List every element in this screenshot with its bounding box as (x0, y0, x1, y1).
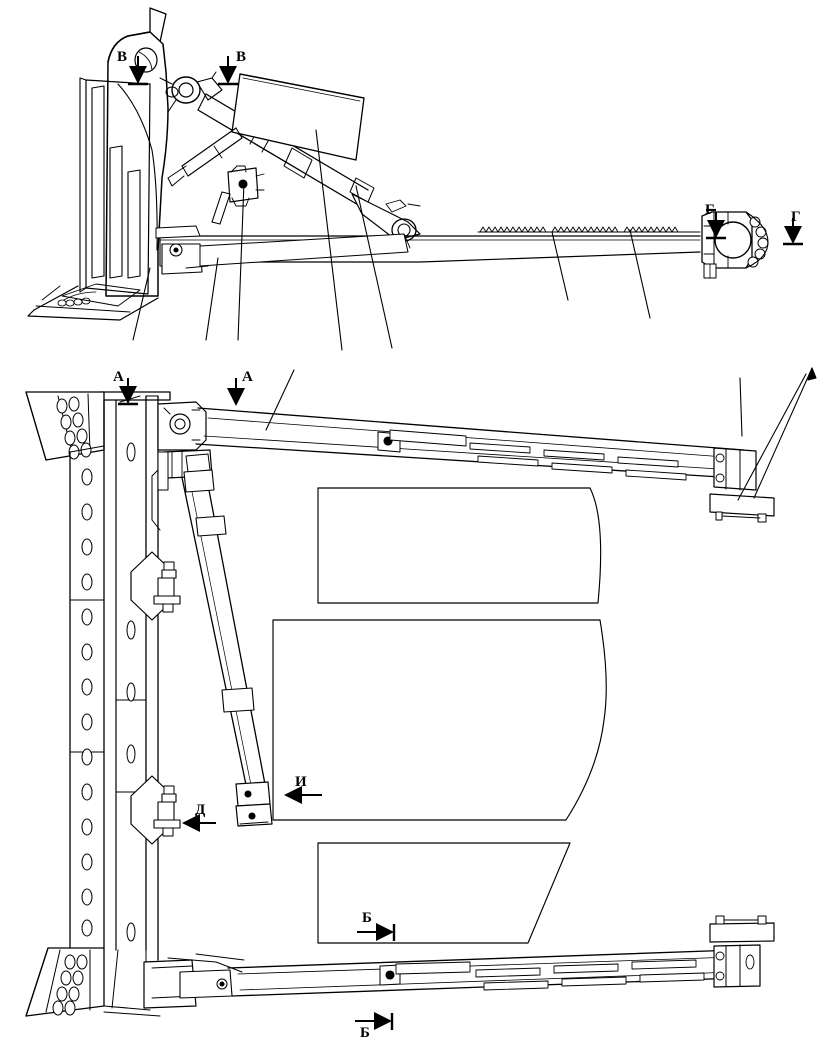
pivot-bolt-upper (153, 561, 181, 613)
arrow-marker-v2 (218, 56, 238, 86)
leader-lines-top (132, 129, 651, 351)
arrow-marker-v1 (128, 56, 148, 86)
upper-arm-knuckle (157, 401, 207, 451)
leader-lines-bottom (265, 367, 813, 501)
lift-cylinder (167, 127, 243, 187)
valve-block (211, 165, 265, 225)
pivot-bolt-lower (153, 785, 181, 837)
hydraulic-cylinder (151, 449, 273, 827)
arrow-marker-g2 (783, 218, 803, 246)
section-marker-label-v2: В (236, 49, 247, 65)
section-marker-label-a2: А (242, 369, 253, 385)
section-marker-label-g2: Г (791, 209, 801, 225)
section-marker-label-v1: В (117, 49, 128, 65)
section-marker-label-b2: Б (360, 1025, 370, 1041)
leader-arrowhead (807, 367, 817, 381)
glazing-panel-upper (317, 487, 602, 604)
moldboard-wing-lower (25, 947, 161, 1017)
arrow-marker-b1 (357, 923, 396, 941)
upper-telescoping-arm (195, 407, 775, 523)
plough-blade (27, 7, 169, 321)
section-marker-label-b1: Б (362, 910, 372, 926)
section-marker-label-g1: Г (705, 202, 715, 218)
section-marker-label-d: Д (195, 802, 206, 818)
arrow-marker-a1 (118, 378, 138, 406)
arrow-marker-g1 (706, 208, 726, 240)
lower-arm-knuckle (143, 953, 245, 1009)
glazing-panel-middle (272, 619, 607, 821)
pivot-head-assembly (159, 71, 223, 113)
arrow-marker-b2 (355, 1012, 394, 1030)
draw-beam (155, 225, 701, 275)
lower-telescoping-arm (227, 915, 775, 997)
glazing-panel-lower (317, 842, 571, 944)
section-marker-label-i: И (295, 774, 307, 790)
section-marker-label-a1: А (113, 369, 124, 385)
